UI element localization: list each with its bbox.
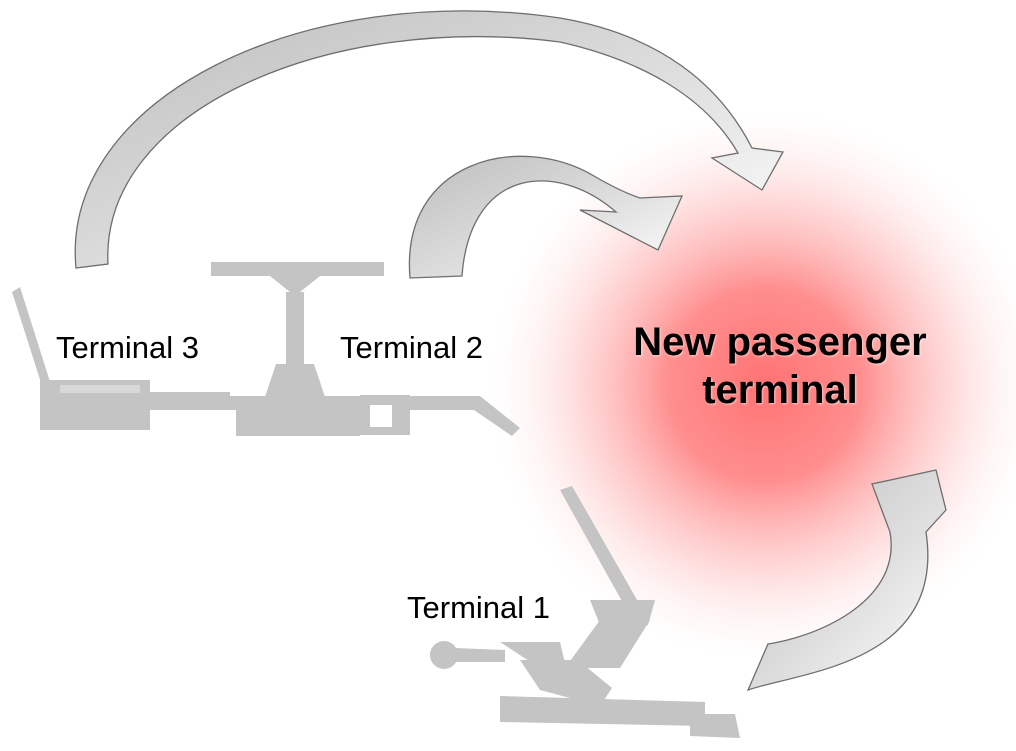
terminal-1-building [430, 486, 740, 738]
arrow-terminal-1 [746, 469, 947, 692]
new-terminal-label: New passenger terminal [560, 318, 1000, 414]
terminal-3-building [12, 287, 230, 430]
arrow-terminal-2 [408, 155, 684, 279]
arrow-terminal-3 [74, 10, 785, 269]
new-terminal-label-line2: terminal [702, 368, 858, 412]
terminal-3-label: Terminal 3 [56, 330, 199, 365]
terminal-2-building [150, 262, 520, 436]
new-terminal-glow [490, 110, 1016, 660]
new-terminal-label-line1: New passenger [633, 320, 927, 364]
terminal-1-label: Terminal 1 [407, 590, 550, 625]
terminal-2-label: Terminal 2 [340, 330, 483, 365]
